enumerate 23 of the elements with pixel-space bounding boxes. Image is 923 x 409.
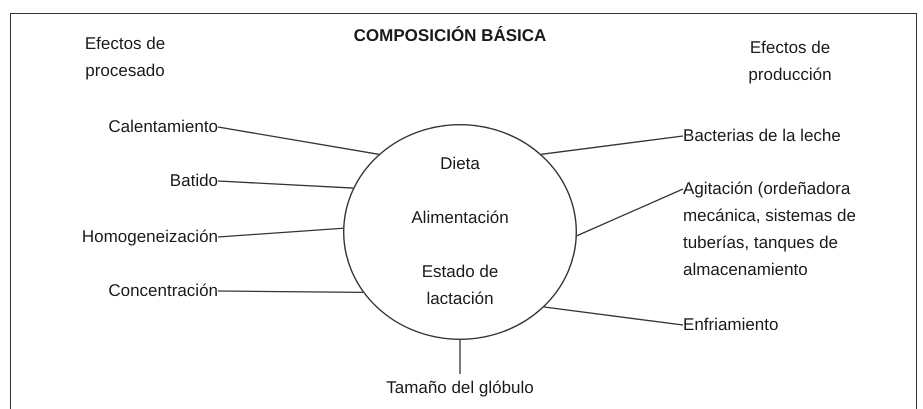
connector-line [541, 135, 684, 155]
diagram-title: COMPOSICIÓN BÁSICA [352, 25, 548, 47]
connector-line [459, 340, 461, 374]
effect-label: Enfriamiento [683, 311, 833, 338]
connector-line [218, 228, 344, 238]
effect-label: Concentración [50, 277, 218, 304]
connector-line [218, 290, 364, 294]
connector-line [576, 188, 684, 236]
connector-line [218, 180, 354, 189]
factor-text: Estado de lactación [420, 261, 500, 310]
effect-label: Bacterias de la leche [683, 122, 903, 149]
effect-label: Tamaño del glóbulo [370, 374, 550, 401]
group-heading: Efectos de producción [747, 37, 833, 86]
factor-text: Dieta [439, 153, 481, 175]
effect-label: Homogeneización [20, 223, 218, 250]
effect-label: Calentamiento [60, 113, 218, 140]
group-heading: Efectos de procesado [84, 33, 166, 82]
connector-line [218, 126, 379, 155]
effect-label: Agitación (ordeñadora mecánica, sistemas de tuberías, tanques de almacenamiento [683, 175, 915, 283]
effect-label: Batido [120, 167, 218, 194]
connector-line [544, 306, 684, 326]
factor-text: Alimentación [410, 207, 510, 229]
circle-node [343, 124, 577, 340]
